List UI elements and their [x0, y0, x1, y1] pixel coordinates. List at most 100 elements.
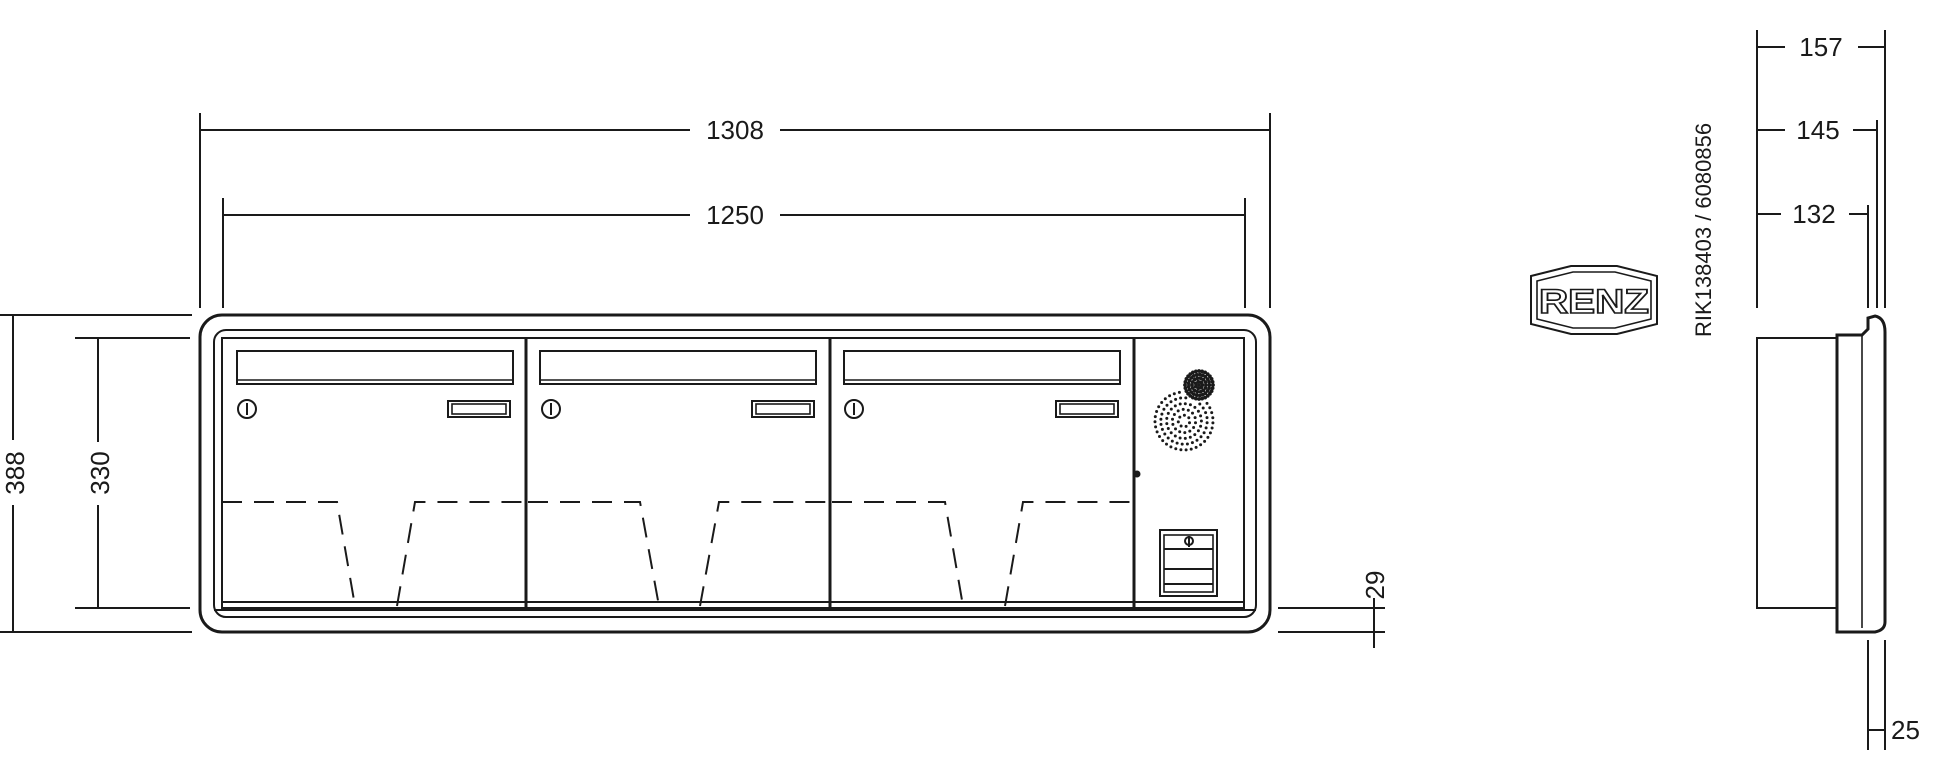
speaker-hole	[1197, 397, 1201, 401]
dimension-label: 145	[1796, 115, 1839, 145]
dimension-29: 29	[1278, 571, 1390, 648]
dimension-25: 25	[1868, 715, 1920, 745]
speaker-hole	[1193, 384, 1198, 389]
speaker-hole	[1202, 431, 1206, 435]
speaker-hole	[1155, 430, 1159, 434]
speaker-hole	[1178, 415, 1182, 419]
speaker-hole	[1190, 386, 1195, 390]
speaker-hole	[1184, 448, 1188, 452]
speaker-hole	[1210, 426, 1214, 430]
dimension-330: 330	[75, 337, 190, 609]
speaker-hole	[1153, 420, 1157, 424]
speaker-hole	[1205, 421, 1209, 425]
speaker-hole	[1208, 431, 1212, 435]
speaker-hole	[1173, 434, 1177, 438]
speaker-grille	[1153, 369, 1215, 452]
speaker-hole	[1196, 379, 1201, 384]
speaker-hole	[1165, 416, 1169, 420]
speaker-hole	[1192, 426, 1196, 429]
speaker-hole	[1162, 407, 1166, 411]
speaker-hole	[1194, 396, 1198, 401]
speaker-hole	[1183, 383, 1187, 387]
speaker-hole	[1205, 416, 1209, 420]
name-plate	[751, 400, 815, 418]
speaker-hole	[1209, 377, 1214, 381]
speaker-hole	[1186, 384, 1191, 389]
speaker-hole	[1172, 413, 1176, 416]
speaker-hole	[1178, 436, 1182, 440]
speaker-hole	[1200, 396, 1204, 401]
speaker-hole	[1210, 411, 1214, 415]
lock-icon	[541, 399, 561, 419]
speaker-hole	[1188, 435, 1192, 439]
outer-frame	[198, 313, 1272, 634]
speaker-hole	[1159, 417, 1163, 421]
dimension-label: 25	[1891, 715, 1920, 745]
speaker-hole	[1199, 435, 1203, 439]
speaker-hole	[1195, 376, 1200, 381]
speaker-hole	[1190, 383, 1194, 387]
speaker-hole	[1193, 405, 1197, 409]
speaker-hole	[1155, 410, 1159, 413]
speaker-hole	[1203, 380, 1208, 384]
speaker-hole	[1198, 389, 1203, 394]
speaker-hole	[1166, 436, 1170, 440]
speaker-hole	[1163, 432, 1167, 436]
speaker-hole	[1201, 406, 1205, 410]
speaker-hole	[1177, 390, 1181, 394]
lock-icon	[844, 399, 864, 419]
dimension-label: 1308	[706, 115, 764, 145]
speaker-hole	[1208, 406, 1212, 410]
speaker-hole	[1172, 392, 1176, 396]
speaker-hole	[1186, 381, 1191, 386]
speaker-hole	[1204, 383, 1208, 387]
speaker-hole	[1194, 445, 1198, 449]
speaker-hole	[1194, 393, 1199, 398]
speaker-hole	[1184, 396, 1188, 400]
speaker-hole	[1153, 415, 1157, 419]
speaker-hole	[1157, 405, 1161, 409]
name-plate	[1055, 400, 1119, 418]
speaker-hole	[1182, 413, 1186, 417]
speaker-hole	[1178, 430, 1182, 434]
speaker-hole	[1193, 433, 1197, 437]
dimension-145: 145	[1757, 115, 1877, 145]
letter-slot	[539, 350, 817, 385]
speaker-hole	[1160, 427, 1164, 431]
speaker-hole	[1188, 429, 1192, 433]
speaker-hole	[1183, 402, 1187, 406]
speaker-hole	[1186, 408, 1190, 412]
speaker-hole	[1205, 401, 1209, 405]
speaker-hole	[1199, 385, 1204, 390]
speaker-hole	[1160, 412, 1164, 416]
speaker-hole	[1166, 411, 1170, 415]
speaker-hole	[1180, 442, 1184, 446]
speaker-hole	[1197, 383, 1201, 387]
speaker-hole	[1198, 402, 1202, 406]
speaker-hole	[1195, 438, 1199, 442]
mailbox-3	[832, 350, 1132, 607]
letter-slot	[843, 350, 1121, 385]
speaker-hole	[1204, 411, 1208, 415]
dimension-label: 29	[1360, 571, 1390, 600]
dimension-label: 388	[0, 451, 30, 494]
letter-slot	[236, 350, 514, 385]
speaker-hole	[1174, 447, 1178, 451]
intercom-module	[1133, 369, 1218, 597]
key-icon	[1184, 536, 1194, 547]
dimension-label: 1250	[706, 200, 764, 230]
speaker-hole	[1203, 395, 1207, 400]
speaker-hole	[1165, 403, 1169, 407]
viewing-window-outline	[528, 501, 828, 607]
speaker-hole	[1199, 419, 1203, 423]
speaker-hole	[1199, 380, 1204, 385]
speaker-hole	[1188, 421, 1191, 425]
speaker-hole	[1158, 435, 1161, 438]
speaker-hole	[1197, 369, 1201, 373]
speaker-hole	[1168, 394, 1172, 398]
speaker-hole	[1210, 386, 1215, 390]
speaker-hole	[1176, 420, 1180, 424]
speaker-hole	[1160, 401, 1164, 404]
mailbox-1	[222, 350, 524, 607]
